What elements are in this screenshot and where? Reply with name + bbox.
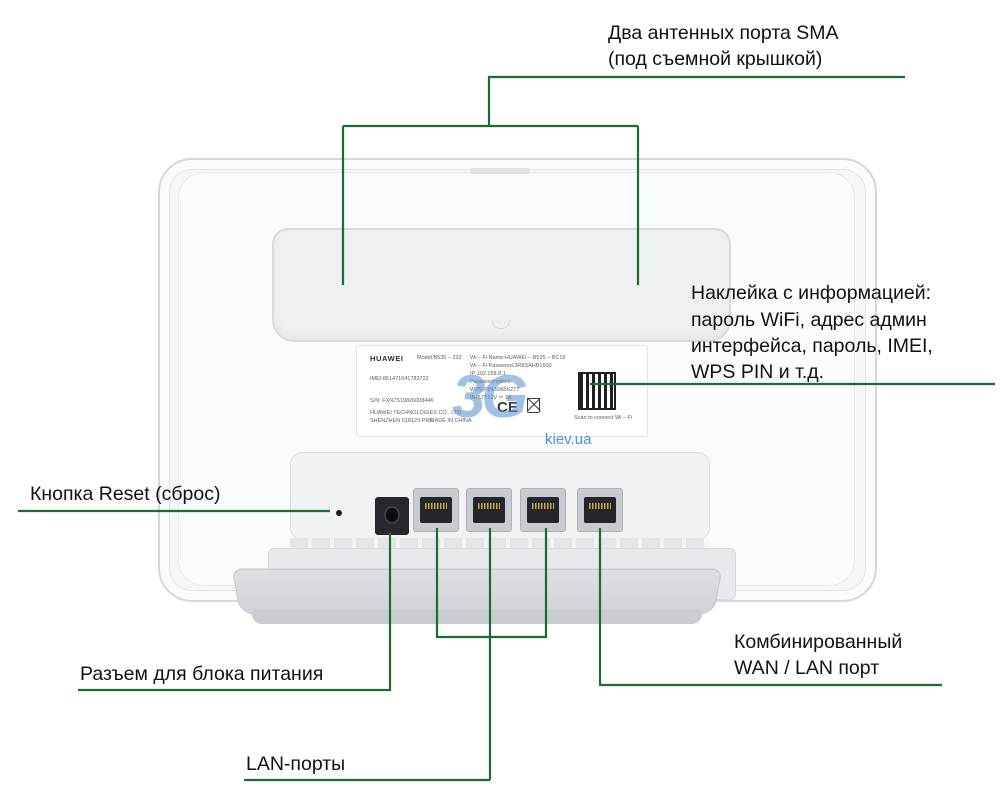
power-label: Разъем для блока питания <box>80 662 323 686</box>
wan-label-line2: WAN / LAN порт <box>734 656 879 680</box>
sticker-label-line4: WPS PIN и т.д. <box>691 360 824 384</box>
lan-label: LAN-порты <box>246 752 345 776</box>
wan-label-line1: Комбинированный <box>734 630 902 654</box>
sticker-label-line1: Наклейка с информацией: <box>691 281 931 305</box>
antenna-label-line1: Два антенных порта SMA <box>608 21 839 45</box>
lan-callout-line <box>244 528 546 780</box>
sticker-label-line2: пароль WiFi, адрес админ <box>691 308 927 332</box>
reset-label: Кнопка Reset (сброс) <box>30 482 220 506</box>
antenna-label-line2: (под съемной крышкой) <box>608 47 822 71</box>
antenna-callout-line <box>343 77 905 285</box>
sticker-label-line3: интерфейса, пароль, IMEI, <box>691 334 933 358</box>
